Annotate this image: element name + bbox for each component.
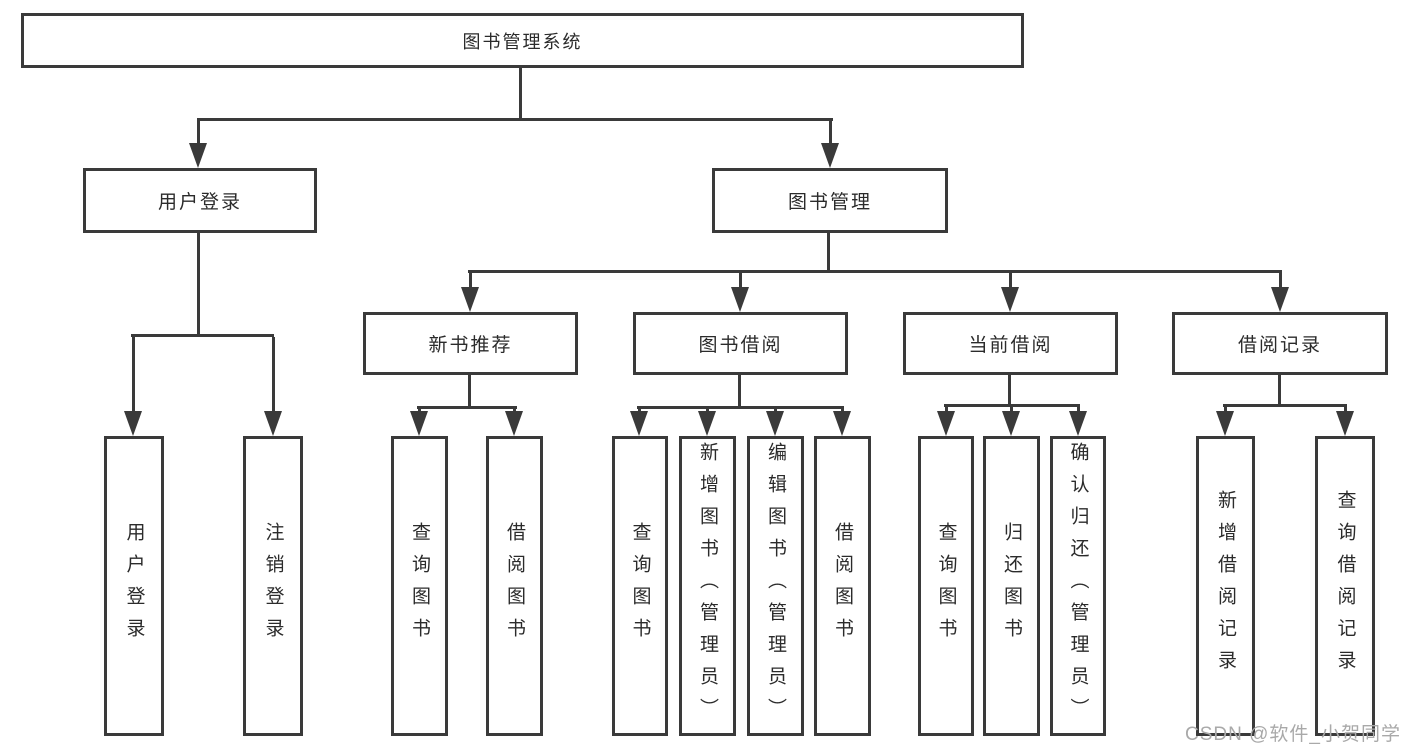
arrow-down-icon [1001, 273, 1019, 312]
node-label: 用户登录 [123, 522, 145, 650]
node-label: 借阅图书 [832, 522, 853, 650]
connector-book-mgmt-split [468, 270, 1282, 273]
node-label: 借阅记录 [1237, 335, 1322, 356]
arrow-down-icon [937, 407, 955, 436]
arrow-down-icon [1336, 407, 1354, 436]
arrow-down-icon [1069, 407, 1087, 436]
leaf-logout: 注销登录 [243, 436, 303, 736]
node-label: 确认归还（管理员） [1067, 442, 1089, 730]
leaf-query-books-recommend: 查询图书 [391, 436, 448, 736]
arrow-down-icon [1002, 407, 1020, 436]
leaf-borrow-books-recommend: 借阅图书 [486, 436, 543, 736]
connector-book-borrow-split [637, 406, 844, 409]
leaf-user-login: 用户登录 [104, 436, 164, 736]
node-label: 图书管理系统 [462, 31, 583, 52]
arrow-down-icon [1271, 273, 1289, 312]
node-label: 查询图书 [409, 522, 430, 650]
node-label: 图书管理 [787, 192, 872, 213]
connector-user-login-split [131, 334, 274, 337]
node-library-system: 图书管理系统 [21, 13, 1024, 68]
node-book-management: 图书管理 [712, 168, 948, 233]
connector-new-book-stem [468, 375, 471, 408]
connector-root-stem [519, 68, 522, 118]
arrow-down-icon [833, 409, 851, 436]
arrow-down-icon [264, 337, 282, 436]
arrow-down-icon [189, 121, 207, 168]
leaf-query-books-borrow: 查询图书 [612, 436, 668, 736]
connector-book-mgmt-stem [827, 233, 830, 271]
arrow-down-icon [766, 409, 784, 436]
connector-book-borrow-stem [738, 375, 741, 408]
leaf-confirm-return-admin: 确认归还（管理员） [1050, 436, 1106, 736]
arrow-down-icon [630, 409, 648, 436]
arrow-down-icon [124, 337, 142, 436]
node-book-borrow: 图书借阅 [633, 312, 848, 375]
node-label: 当前借阅 [968, 335, 1053, 356]
node-label: 归还图书 [1001, 522, 1022, 650]
node-label: 查询图书 [935, 522, 957, 650]
arrow-down-icon [821, 121, 839, 168]
connector-root-split [197, 118, 833, 121]
arrow-down-icon [461, 273, 479, 312]
node-label: 编辑图书（管理员） [765, 442, 786, 730]
node-label: 新书推荐 [428, 335, 513, 356]
connector-new-book-split [417, 406, 517, 409]
node-label: 注销登录 [262, 522, 284, 650]
node-label: 图书借阅 [698, 335, 783, 356]
arrow-down-icon [731, 273, 749, 312]
node-label: 借阅图书 [504, 522, 525, 650]
arrow-down-icon [505, 409, 523, 436]
node-borrow-records: 借阅记录 [1172, 312, 1388, 375]
connector-current-borrow-split [944, 404, 1080, 407]
node-user-login: 用户登录 [83, 168, 317, 233]
node-label: 新增图书（管理员） [697, 442, 718, 730]
leaf-borrow-books: 借阅图书 [814, 436, 871, 736]
leaf-add-borrow-record: 新增借阅记录 [1196, 436, 1255, 736]
node-new-book-recommend: 新书推荐 [363, 312, 578, 375]
leaf-return-books: 归还图书 [983, 436, 1040, 736]
node-label: 查询借阅记录 [1334, 490, 1356, 682]
leaf-add-books-admin: 新增图书（管理员） [679, 436, 736, 736]
leaf-query-borrow-record: 查询借阅记录 [1315, 436, 1375, 736]
arrow-down-icon [1216, 407, 1234, 436]
csdn-watermark: CSDN @软件_小贺同学 [1185, 724, 1401, 745]
leaf-query-books-current: 查询图书 [918, 436, 974, 736]
node-label: 用户登录 [157, 192, 242, 213]
leaf-edit-books-admin: 编辑图书（管理员） [747, 436, 804, 736]
connector-borrow-records-stem [1278, 375, 1281, 406]
connector-current-borrow-stem [1008, 375, 1011, 406]
node-current-borrow: 当前借阅 [903, 312, 1118, 375]
node-label: 查询图书 [629, 522, 651, 650]
arrow-down-icon [698, 409, 716, 436]
connector-borrow-records-split [1223, 404, 1347, 407]
arrow-down-icon [410, 409, 428, 436]
connector-user-login-stem [197, 233, 200, 335]
node-label: 新增借阅记录 [1215, 490, 1236, 682]
